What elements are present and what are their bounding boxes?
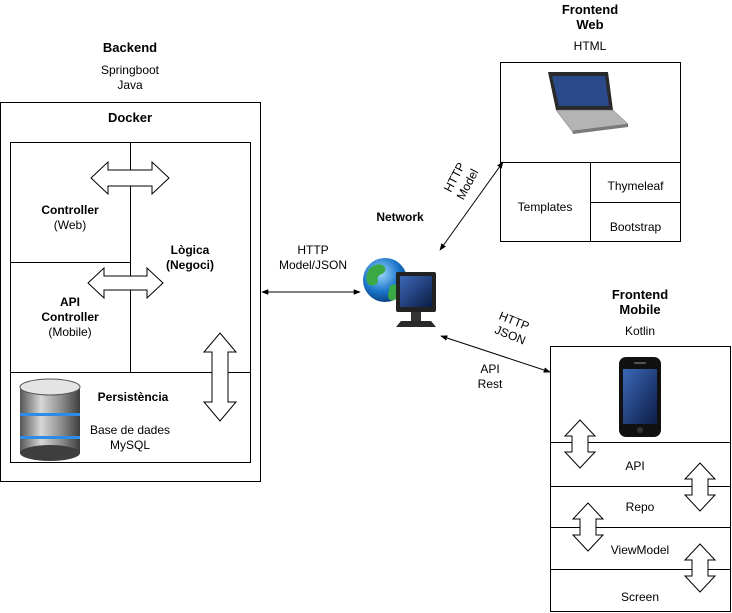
controller-divider	[10, 262, 131, 263]
logic-divider	[130, 142, 131, 372]
backend-title: Backend	[102, 40, 158, 55]
mobile-arrow-2	[683, 462, 717, 512]
mobile-api-label: API	[625, 459, 645, 473]
database-icon	[19, 378, 81, 461]
controller-title: Controller	[41, 203, 99, 217]
templates-label: Templates	[517, 200, 573, 214]
frontend-web-title-2: Web	[576, 17, 604, 32]
mobile-divider-2	[550, 486, 731, 487]
frontend-web-hdivider	[590, 202, 681, 203]
mobile-divider-3	[550, 527, 731, 528]
backend-subtitle-java: Java	[117, 78, 143, 92]
network-mobile-connector	[440, 335, 551, 373]
mobile-arrow-3	[571, 502, 605, 552]
bootstrap-label: Bootstrap	[609, 220, 662, 234]
frontend-mobile-title-2: Mobile	[619, 302, 661, 317]
api-logic-arrow	[87, 266, 164, 300]
frontend-web-subtitle: HTML	[573, 39, 607, 53]
logic-title: Lògica	[170, 243, 210, 257]
mobile-arrow-4	[683, 543, 717, 593]
api-controller-line2: Controller	[41, 310, 99, 324]
network-title: Network	[376, 210, 424, 224]
backend-link-label-1: HTTP	[297, 243, 329, 257]
docker-label: Docker	[107, 110, 153, 125]
mobile-repo-label: Repo	[625, 500, 655, 514]
mobile-divider-1	[550, 442, 731, 443]
mobile-divider-4	[550, 569, 731, 570]
database-engine: MySQL	[109, 438, 150, 452]
network-web-connector	[439, 161, 504, 251]
controller-logic-arrow	[90, 160, 170, 196]
backend-subtitle-springboot: Springboot	[100, 63, 160, 77]
frontend-web-title-1: Frontend	[561, 2, 619, 17]
mobile-arrow-1	[563, 419, 597, 469]
frontend-mobile-title-1: Frontend	[611, 287, 669, 302]
api-controller-subtitle: (Mobile)	[48, 325, 92, 339]
database-name: Base de dades	[89, 423, 171, 437]
globe-computer-icon	[363, 258, 436, 327]
thymeleaf-label: Thymeleaf	[607, 179, 664, 193]
persistence-title: Persistència	[97, 390, 169, 404]
mobile-screen-label: Screen	[620, 590, 660, 604]
laptop-icon	[548, 72, 629, 134]
mobile-link-label-4: Rest	[477, 377, 503, 391]
api-controller-line1: API	[59, 295, 80, 309]
controller-subtitle: (Web)	[53, 218, 87, 232]
frontend-mobile-subtitle: Kotlin	[624, 324, 656, 338]
phone-icon	[619, 357, 661, 437]
persistence-divider	[10, 372, 251, 373]
mobile-viewmodel-label: ViewModel	[610, 543, 670, 557]
backend-link-label-2: Model/JSON	[278, 258, 348, 272]
logic-persistence-arrow	[202, 332, 238, 422]
logic-subtitle: (Negoci)	[166, 258, 214, 272]
